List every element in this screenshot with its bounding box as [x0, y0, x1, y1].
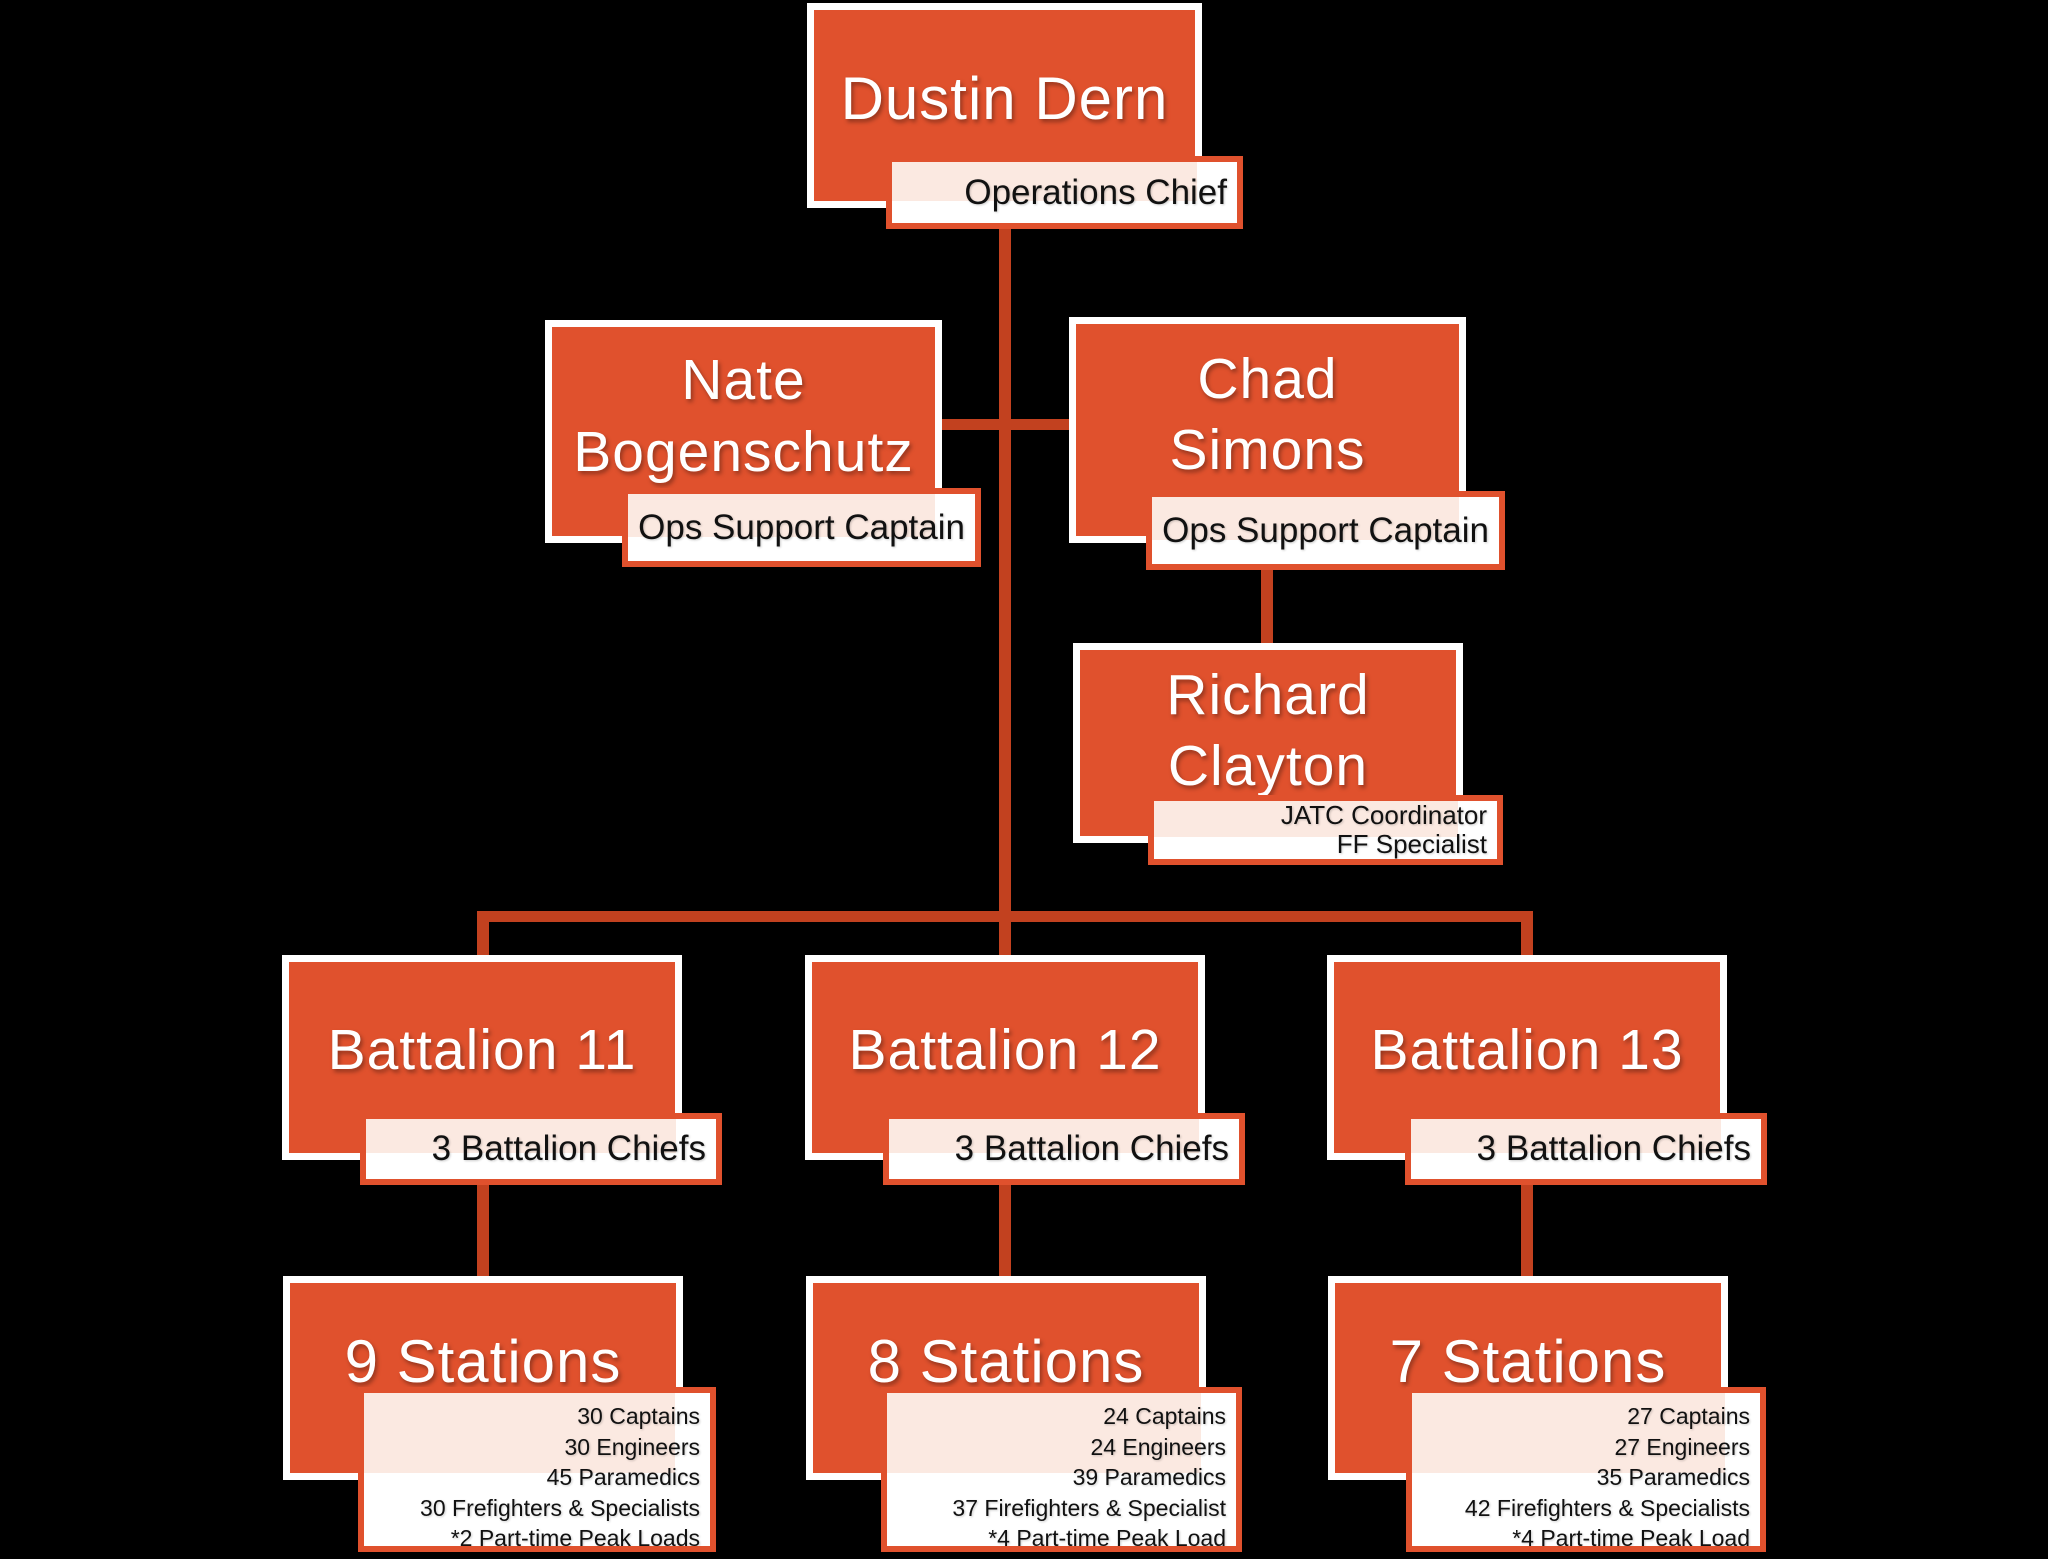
node-title: Ops Support Captain: [1162, 510, 1489, 550]
station-detail-lines: 24 Captains 24 Engineers 39 Paramedics 3…: [952, 1401, 1226, 1551]
detail-line: 24 Captains: [1103, 1403, 1226, 1429]
connector-root-vertical: [999, 229, 1011, 963]
title-label-battalion-11: 3 Battalion Chiefs: [360, 1113, 722, 1185]
detail-line: 42 Firefighters & Specialists: [1464, 1494, 1750, 1521]
details-label-stations-battalion-12: 24 Captains 24 Engineers 39 Paramedics 3…: [881, 1387, 1242, 1552]
details-label-stations-battalion-13: 27 Captains 27 Engineers 35 Paramedics 4…: [1406, 1387, 1766, 1552]
title-label-battalion-12: 3 Battalion Chiefs: [883, 1113, 1245, 1185]
connector-drop-battalion13: [1521, 911, 1533, 963]
node-name: 8 Stations: [867, 1327, 1145, 1395]
node-name: Battalion 12: [848, 1017, 1162, 1082]
node-name: Dustin Dern: [840, 65, 1169, 132]
title-label-nate-bogenschutz: Ops Support Captain: [622, 488, 981, 567]
node-title: Operations Chief: [964, 172, 1227, 212]
connector-drop-battalion11: [477, 911, 489, 963]
detail-line: *4 Part-time Peak Load: [988, 1525, 1226, 1551]
node-title: Ops Support Captain: [638, 507, 965, 547]
node-title: 3 Battalion Chiefs: [954, 1129, 1229, 1168]
node-name: Chad Simons: [1169, 346, 1366, 482]
detail-line: 37 Firefighters & Specialist: [952, 1494, 1226, 1521]
detail-line: 27 Captains: [1627, 1403, 1750, 1429]
detail-line: *2 Part-time Peak Loads: [450, 1525, 700, 1551]
connector-battalion11-stations: [477, 1185, 489, 1280]
node-name: Battalion 11: [327, 1017, 637, 1082]
node-name: 7 Stations: [1389, 1327, 1667, 1395]
node-name: Battalion 13: [1370, 1017, 1684, 1082]
node-name: Nate Bogenschutz: [573, 348, 914, 484]
connector-battalion12-stations: [999, 1185, 1011, 1280]
node-title: 3 Battalion Chiefs: [431, 1129, 706, 1168]
detail-line: 35 Paramedics: [1596, 1464, 1750, 1490]
title-label-battalion-13: 3 Battalion Chiefs: [1405, 1113, 1767, 1185]
detail-line: 24 Engineers: [1090, 1433, 1226, 1460]
node-name: 9 Stations: [344, 1327, 622, 1395]
node-title: 3 Battalion Chiefs: [1476, 1129, 1751, 1168]
detail-line: 30 Engineers: [564, 1433, 700, 1460]
detail-line: 39 Paramedics: [1072, 1464, 1226, 1490]
detail-line: 30 Captains: [577, 1403, 700, 1429]
connector-battalions-horizontal: [477, 911, 1533, 922]
connector-chad-richard: [1261, 570, 1273, 647]
station-detail-lines: 27 Captains 27 Engineers 35 Paramedics 4…: [1464, 1401, 1750, 1551]
connector-assistants-horizontal: [930, 419, 1080, 430]
title-label-dustin-dern: Operations Chief: [886, 156, 1243, 229]
detail-line: 27 Engineers: [1614, 1433, 1750, 1460]
station-detail-lines: 30 Captains 30 Engineers 45 Paramedics 3…: [420, 1401, 700, 1551]
detail-line: *4 Part-time Peak Load: [1512, 1525, 1750, 1551]
connector-battalion13-stations: [1521, 1185, 1533, 1280]
details-label-stations-battalion-11: 30 Captains 30 Engineers 45 Paramedics 3…: [358, 1387, 716, 1552]
title-label-chad-simons: Ops Support Captain: [1146, 491, 1505, 570]
detail-line: 45 Paramedics: [546, 1464, 700, 1490]
detail-line: 30 Frefighters & Specialists: [420, 1494, 700, 1521]
node-name: Richard Clayton: [1166, 662, 1370, 798]
node-title: JATC Coordinator FF Specialist: [1280, 800, 1487, 859]
title-label-richard-clayton: JATC Coordinator FF Specialist: [1148, 795, 1503, 865]
